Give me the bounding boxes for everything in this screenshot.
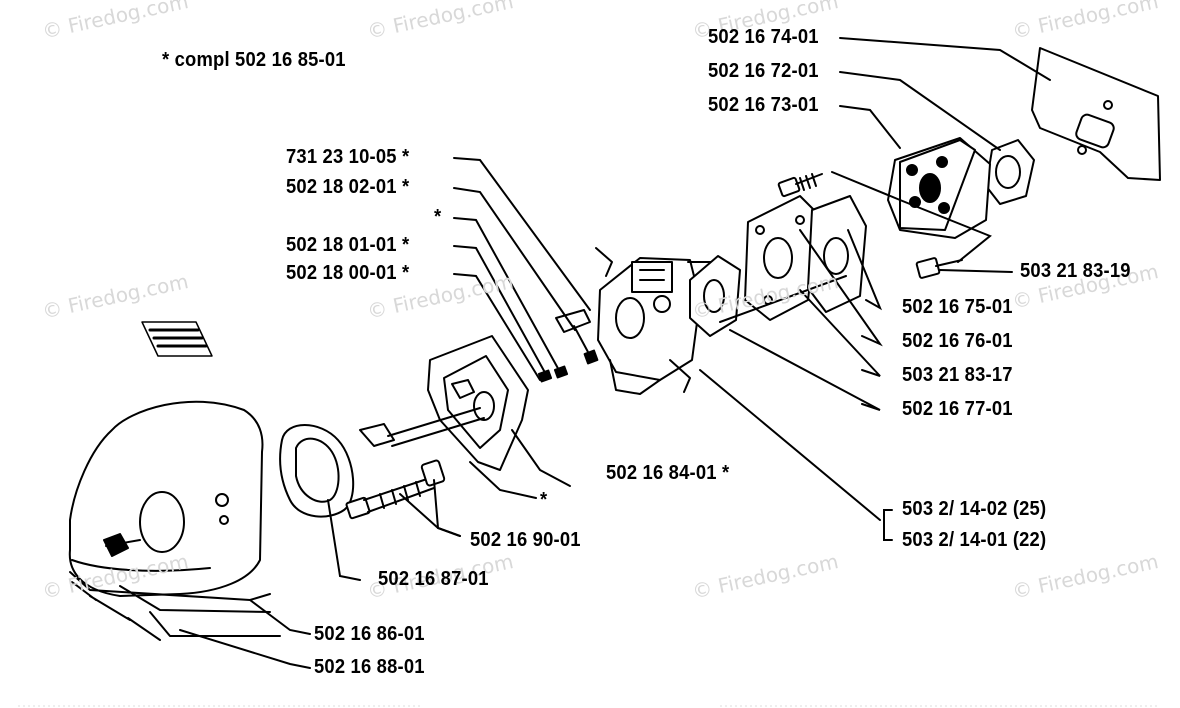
leader-18a [399,493,461,537]
carburetor-body [595,247,729,395]
part-label: 502 16 90-01 [470,529,581,551]
part-label: 503 21 83-17 [902,364,1013,386]
choke-rod [359,407,485,447]
part-label: 502 18 00-01 * [286,262,410,284]
leader-7 [453,245,549,379]
leader-8 [453,273,541,381]
part-label: 502 16 88-01 [314,656,425,678]
leader-6 [453,217,561,373]
screw-upper [777,173,823,198]
part-label: 503 21 83-19 [1020,260,1131,282]
leader-14 [511,429,571,487]
part-label: 502 16 73-01 [708,94,819,116]
leader-21 [179,629,311,669]
leader-15 [469,461,537,499]
leader-1 [839,37,1051,81]
filter-back-plate [427,335,529,471]
leader-20 [249,599,311,635]
filter-pad [141,321,213,357]
part-label: 502 16 72-01 [708,60,819,82]
leader-bracket [883,509,893,541]
part-label: 502 16 77-01 [902,398,1013,420]
part-label: 502 18 01-01 * [286,234,410,256]
part-label: 502 16 76-01 [902,330,1013,352]
part-label: * [540,489,548,511]
filter-ring [279,424,355,518]
leader-16 [699,369,881,521]
part-label: 502 16 87-01 [378,568,489,590]
part-label: * [434,206,442,228]
leader-10 [847,229,883,311]
part-label: 731 23 10-05 * [286,146,410,168]
leader-11 [799,229,883,347]
leader-12 [799,289,881,377]
part-label: 503 2/ 14-01 (22) [902,529,1047,551]
part-label: 502 18 02-01 * [286,176,410,198]
leader-3 [839,105,901,149]
part-label: 502 16 75-01 [902,296,1013,318]
leader-13 [729,329,881,411]
leader-18b [433,479,461,537]
part-label: 502 16 84-01 * [606,462,730,484]
kit-note: * compl 502 16 85-01 [162,49,346,71]
gasket-middle-2 [807,195,867,313]
heat-shield-plate [1031,47,1161,181]
spacer-block [887,137,991,239]
leader-5 [453,187,576,331]
screw-lower [915,257,963,279]
leader-9b [831,171,992,263]
part-label: 502 16 86-01 [314,623,425,645]
mounting-stud [719,275,847,323]
air-filter-cover [68,400,281,641]
leader-9 [939,269,1013,273]
part-label: 503 2/ 14-02 (25) [902,498,1047,520]
leader-19 [327,499,361,581]
carb-gasket [689,255,741,337]
gasket-middle-1 [744,195,819,321]
leader-4 [453,157,591,311]
leader-2 [839,71,1001,151]
gasket-top [985,139,1035,205]
cover-bolt [345,459,446,520]
part-label: 502 16 74-01 [708,26,819,48]
